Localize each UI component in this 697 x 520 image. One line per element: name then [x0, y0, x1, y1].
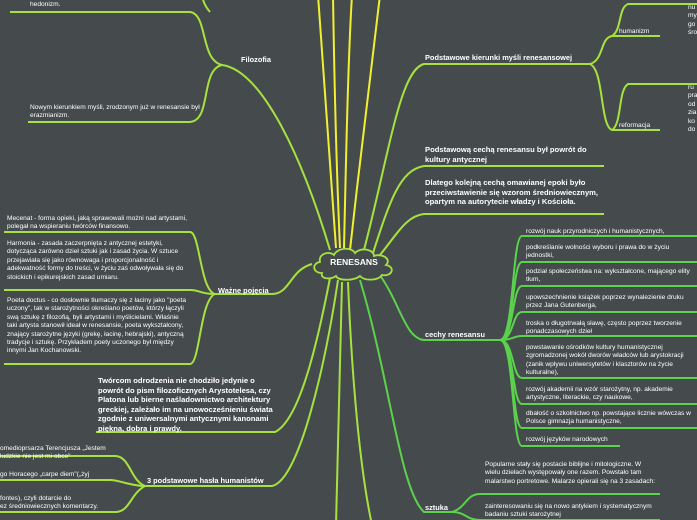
wazne-pojecia-label[interactable]: Ważne pojęcia — [218, 286, 269, 295]
cechy-item-6: powstawanie ośrodków kultury humanistycz… — [526, 344, 684, 377]
haslo-ad-fontes: fontes), czyli dotarcie do ez średniowie… — [0, 495, 99, 511]
cechy-item-1: rozwój nauk przyrodniczych i humanistycz… — [526, 228, 665, 235]
yellow-branches — [317, 0, 381, 251]
harmonia-text: Harmonia - zasada zaczerpnięta z antyczn… — [7, 240, 184, 281]
reformacja-label[interactable]: reformacja — [619, 122, 651, 129]
haslo-horacy: go Horacego „carpe diem"(„żyj — [0, 471, 90, 478]
cechy-label[interactable]: cechy renesansu — [425, 330, 485, 339]
cecha-antyk-text[interactable]: Podstawową cechą renesansu był powrót do… — [425, 145, 587, 164]
tworcom-text[interactable]: Twórcom odrodzenia nie chodziło jedynie … — [98, 376, 273, 433]
sztuka-label[interactable]: sztuka — [425, 503, 449, 512]
cechy-item-3: podział społeczeństwa na: wykształcone, … — [526, 268, 690, 284]
cechy-item-8: dbałość o szkolnictwo np. powstające lic… — [526, 410, 691, 426]
kierunki-label[interactable]: Podstawowe kierunki myśli renesansowej — [425, 53, 573, 62]
reformacja-text: ru pra od zia ko do — [688, 84, 697, 134]
filozofia-label[interactable]: Filozofia — [241, 55, 271, 64]
mecenat-text: Mecenat - forma opieki, jaką sprawowali … — [7, 215, 187, 231]
filozofia-top-text: hedonizm. — [30, 1, 61, 8]
central-node-cloud[interactable] — [308, 245, 400, 281]
humanizm-label[interactable]: humanizm — [619, 28, 650, 35]
cechy-item-7: rozwój akademii na wzór starożytny, np. … — [526, 386, 673, 402]
hasla-label[interactable]: 3 podstawowe hasła humanistów — [147, 476, 264, 485]
cechy-item-9: rozwój języków narodowych — [526, 436, 608, 443]
cechy-item-5: troska o długotrwałą sławę, często poprz… — [526, 320, 682, 336]
erazmianizm-text: Nowym kierunkiem myśli, zrodzonym już w … — [30, 104, 200, 120]
cechy-item-4: upowszechnienie książek poprzez wynalezi… — [526, 294, 684, 310]
cecha-sprzeciw-text[interactable]: Dlatego kolejną cechą omawianej epoki by… — [425, 178, 599, 207]
sztuka-item-2: zainteresowaniu się na nowo antykiem i s… — [485, 503, 652, 519]
poeta-doctus-text: Poeta doctus - co dosłownie tłumaczy się… — [7, 297, 186, 355]
central-node-label: RENESANS — [330, 257, 378, 267]
humanizm-text: nu my go śro — [688, 4, 697, 37]
sztuka-item-1: Popularne stały się postacie biblijne i … — [485, 461, 656, 485]
green-branches-lower — [359, 235, 697, 520]
haslo-terencjusz: omedioprsarza Terencjusza „Jestem ludzki… — [0, 445, 106, 461]
cechy-item-2: podkreślanie wolności wyboru i prawa do … — [526, 244, 670, 260]
